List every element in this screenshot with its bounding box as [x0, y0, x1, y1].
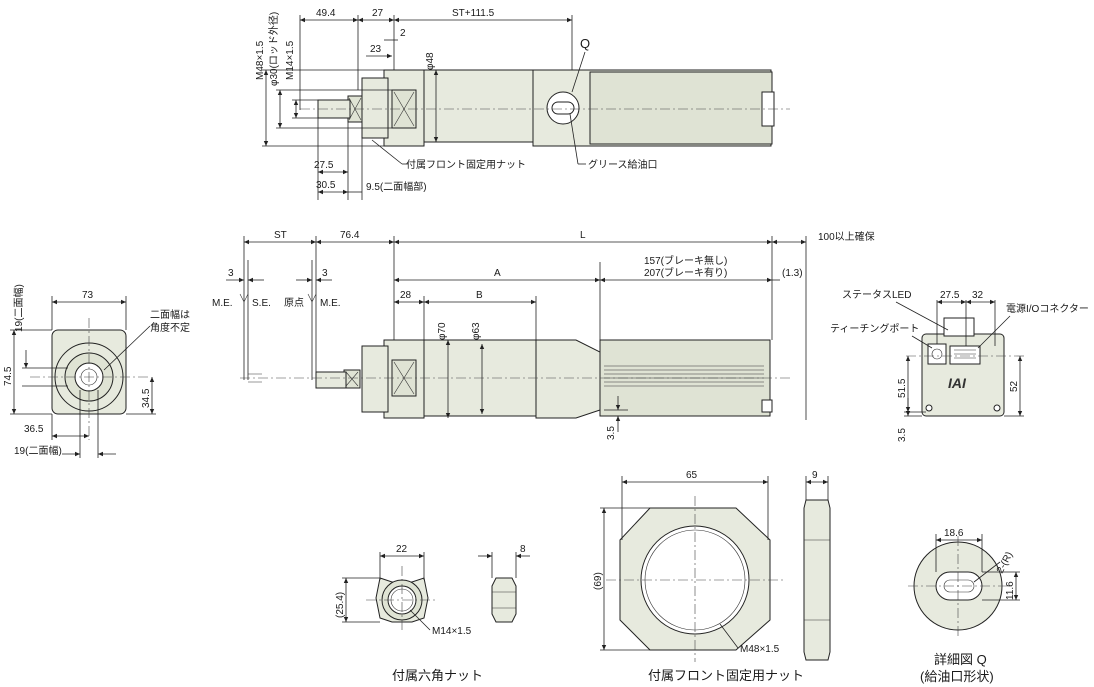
rear-view: IAI ステータスLED 27.5 32 電源I/Oコネクター ティーチングポー… — [830, 289, 1089, 442]
dim-1-3: (1.3) — [782, 268, 803, 279]
side-stroke-mark — [248, 373, 262, 383]
dim-74-5: 74.5 — [3, 366, 14, 386]
dim-phi30: φ30(ロッド外径) — [267, 12, 280, 86]
lbl-origin: 原点 — [284, 297, 304, 309]
dim-51-5: 51.5 — [897, 378, 908, 398]
detail-caption-2: (給油口形状) — [920, 669, 994, 684]
top-cylinder-body — [423, 69, 537, 143]
dim-32: 32 — [972, 290, 984, 301]
dim-49-4: 49.4 — [316, 8, 336, 19]
hex-nut-side — [491, 577, 517, 623]
dim-27: 27 — [372, 8, 384, 19]
lbl-me2: M.E. — [320, 298, 341, 309]
dim-36-5: 36.5 — [24, 424, 44, 435]
front-view: 73 19(二面幅) 二面幅は 角度不定 74.5 34.5 36.5 19(二… — [3, 284, 190, 458]
dim-phi63: φ63 — [471, 322, 482, 340]
dim-9-5: 9.5(二面幅部) — [366, 180, 427, 193]
dim-m48: M48×1.5 — [255, 40, 266, 80]
dim-27-5-top: 27.5 — [314, 160, 334, 171]
detail-dim-11-6: 11.6 — [1005, 581, 1016, 600]
lbl-teaching: ティーチングポート — [830, 322, 919, 335]
hex-nut-view: 22 (25.4) M14×1.5 8 付属六角ナット — [335, 544, 530, 683]
detail-dim-18-6: 18.6 — [944, 528, 964, 539]
rear-screw-left — [925, 404, 933, 412]
front-nut-view: 65 (69) M48×1.5 9 付属フロント固定用ナット — [593, 470, 831, 683]
top-view: 49.4 27 ST+111.5 23 2 M48×1.5 φ30(ロッド外径)… — [255, 8, 790, 200]
top-front-nut — [361, 77, 389, 139]
callout-front-nut: 付属フロント固定用ナット — [406, 158, 526, 171]
dim-52: 52 — [1009, 380, 1020, 392]
fnut-dim-69: (69) — [593, 572, 604, 590]
hex-callout: M14×1.5 — [432, 626, 472, 637]
fnut-caption: 付属フロント固定用ナット — [648, 668, 804, 683]
dim-phi48: φ48 — [425, 52, 436, 70]
lbl-se: S.E. — [252, 298, 271, 309]
lbl-status-led: ステータスLED — [842, 289, 911, 301]
side-nut — [361, 345, 389, 413]
lbl-me1: M.E. — [212, 298, 233, 309]
dim-st: ST — [274, 230, 287, 241]
callout-l2: 角度不定 — [150, 321, 190, 334]
callout-grease: グリース給油口 — [588, 158, 658, 171]
dim-27-5-rear: 27.5 — [940, 290, 960, 301]
side-view: ST 76.4 L 100以上確保 3 3 M.E. S.E. 原点 M.E. … — [212, 230, 875, 440]
fnut-callout: M48×1.5 — [740, 644, 780, 655]
fnut-dim-9: 9 — [812, 470, 818, 481]
dim-73: 73 — [82, 290, 94, 301]
dim-23: 23 — [370, 44, 382, 55]
front-nut-side — [803, 499, 831, 661]
dim-3-5-rear: 3.5 — [897, 428, 908, 442]
dim-b: B — [476, 290, 483, 301]
dim-28: 28 — [400, 290, 412, 301]
top-motor-housing — [589, 71, 773, 145]
dim-100: 100以上確保 — [818, 230, 875, 243]
dim-st-111-5: ST+111.5 — [452, 8, 495, 19]
dim-19-bottom: 19(二面幅) — [14, 444, 62, 457]
side-rear-tab — [761, 399, 773, 413]
rear-power-connector — [949, 345, 981, 365]
dim-2: 2 — [400, 28, 406, 39]
dim-207: 207(ブレーキ有り) — [644, 266, 727, 279]
dim-l: L — [580, 230, 586, 241]
fnut-dim-65: 65 — [686, 470, 698, 481]
hex-dim-22: 22 — [396, 544, 408, 555]
dim-157: 157(ブレーキ無し) — [644, 254, 727, 267]
dim-m14: M14×1.5 — [285, 40, 296, 80]
hex-dim-8: 8 — [520, 544, 526, 555]
dim-34-5: 34.5 — [141, 388, 152, 408]
dim-3-5-side: 3.5 — [606, 426, 617, 440]
lbl-power-io: 電源I/Oコネクター — [1006, 302, 1089, 315]
dim-19-top: 19(二面幅) — [12, 284, 25, 332]
rear-logo: IAI — [948, 375, 967, 391]
hex-dim-25-4: (25.4) — [335, 592, 346, 618]
dim-76-4: 76.4 — [340, 230, 360, 241]
rear-status-led — [943, 317, 975, 337]
dim-30-5: 30.5 — [316, 180, 336, 191]
detail-q-view: 18.6 2-(R) 11.6 詳細図 Q (給油口形状) — [908, 528, 1020, 684]
dim-3a: 3 — [228, 268, 234, 279]
side-transition — [535, 339, 601, 419]
label-q: Q — [580, 36, 590, 51]
side-rod — [315, 371, 347, 389]
top-grease-slot — [551, 101, 575, 115]
front-nut-bore — [640, 525, 750, 635]
callout-l1: 二面幅は — [150, 308, 190, 321]
dim-phi70: φ70 — [437, 322, 448, 340]
hex-caption: 付属六角ナット — [392, 668, 483, 683]
dim-3b: 3 — [322, 268, 328, 279]
dim-a: A — [494, 268, 501, 279]
detail-caption-1: 詳細図 Q — [934, 652, 987, 667]
rear-screw-right — [993, 404, 1001, 412]
